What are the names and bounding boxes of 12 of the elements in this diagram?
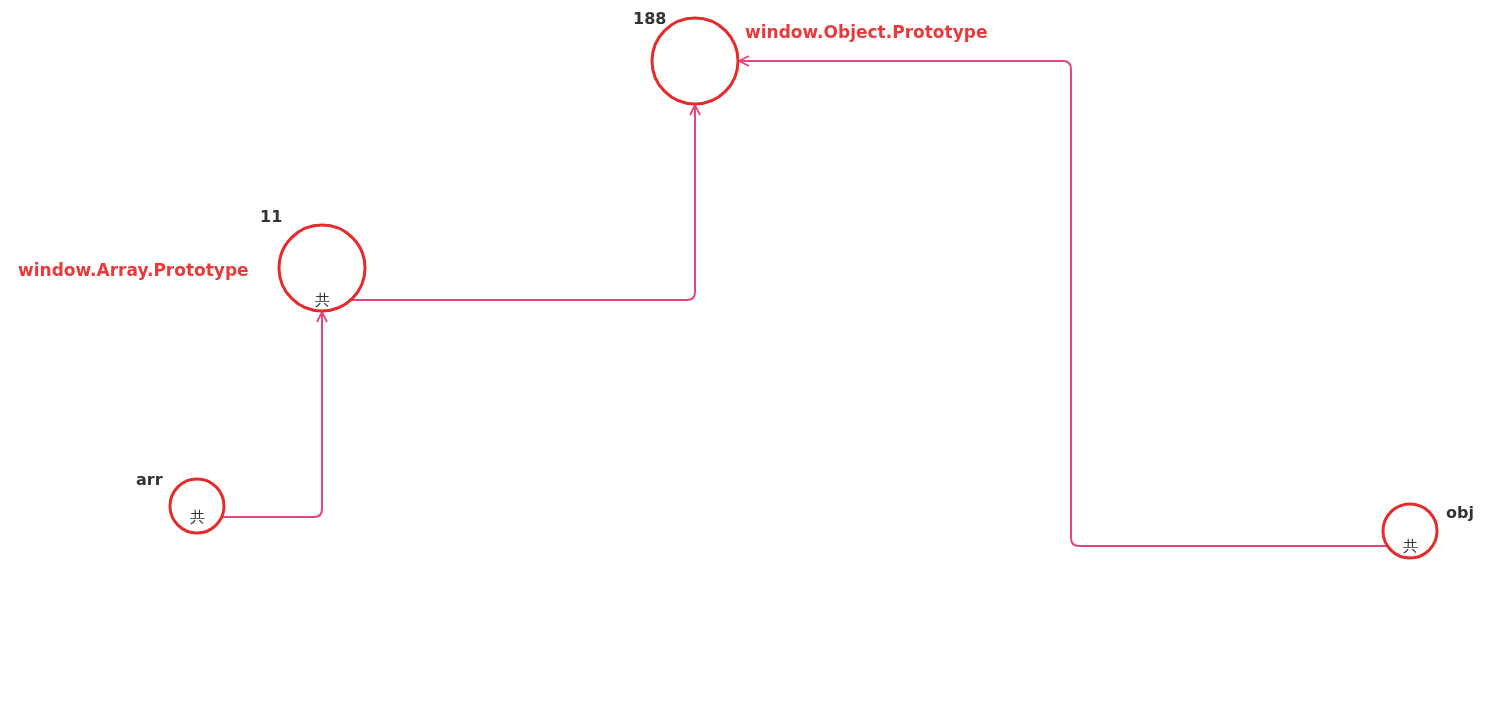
object-label: 11	[260, 209, 283, 225]
arrow	[220, 311, 328, 518]
shared-mark: 共	[1402, 538, 1418, 554]
object-label: arr	[136, 472, 163, 488]
prototype-label: window.Object.Prototype	[745, 24, 988, 41]
shared-mark: 共	[314, 292, 330, 308]
prototype-label: window.Array.Prototype	[18, 262, 249, 279]
object-label: 188	[633, 11, 667, 27]
shared-mark: 共	[189, 509, 205, 525]
object-label: obj	[1446, 505, 1474, 521]
arrow	[738, 55, 1389, 547]
arrow	[349, 104, 701, 301]
